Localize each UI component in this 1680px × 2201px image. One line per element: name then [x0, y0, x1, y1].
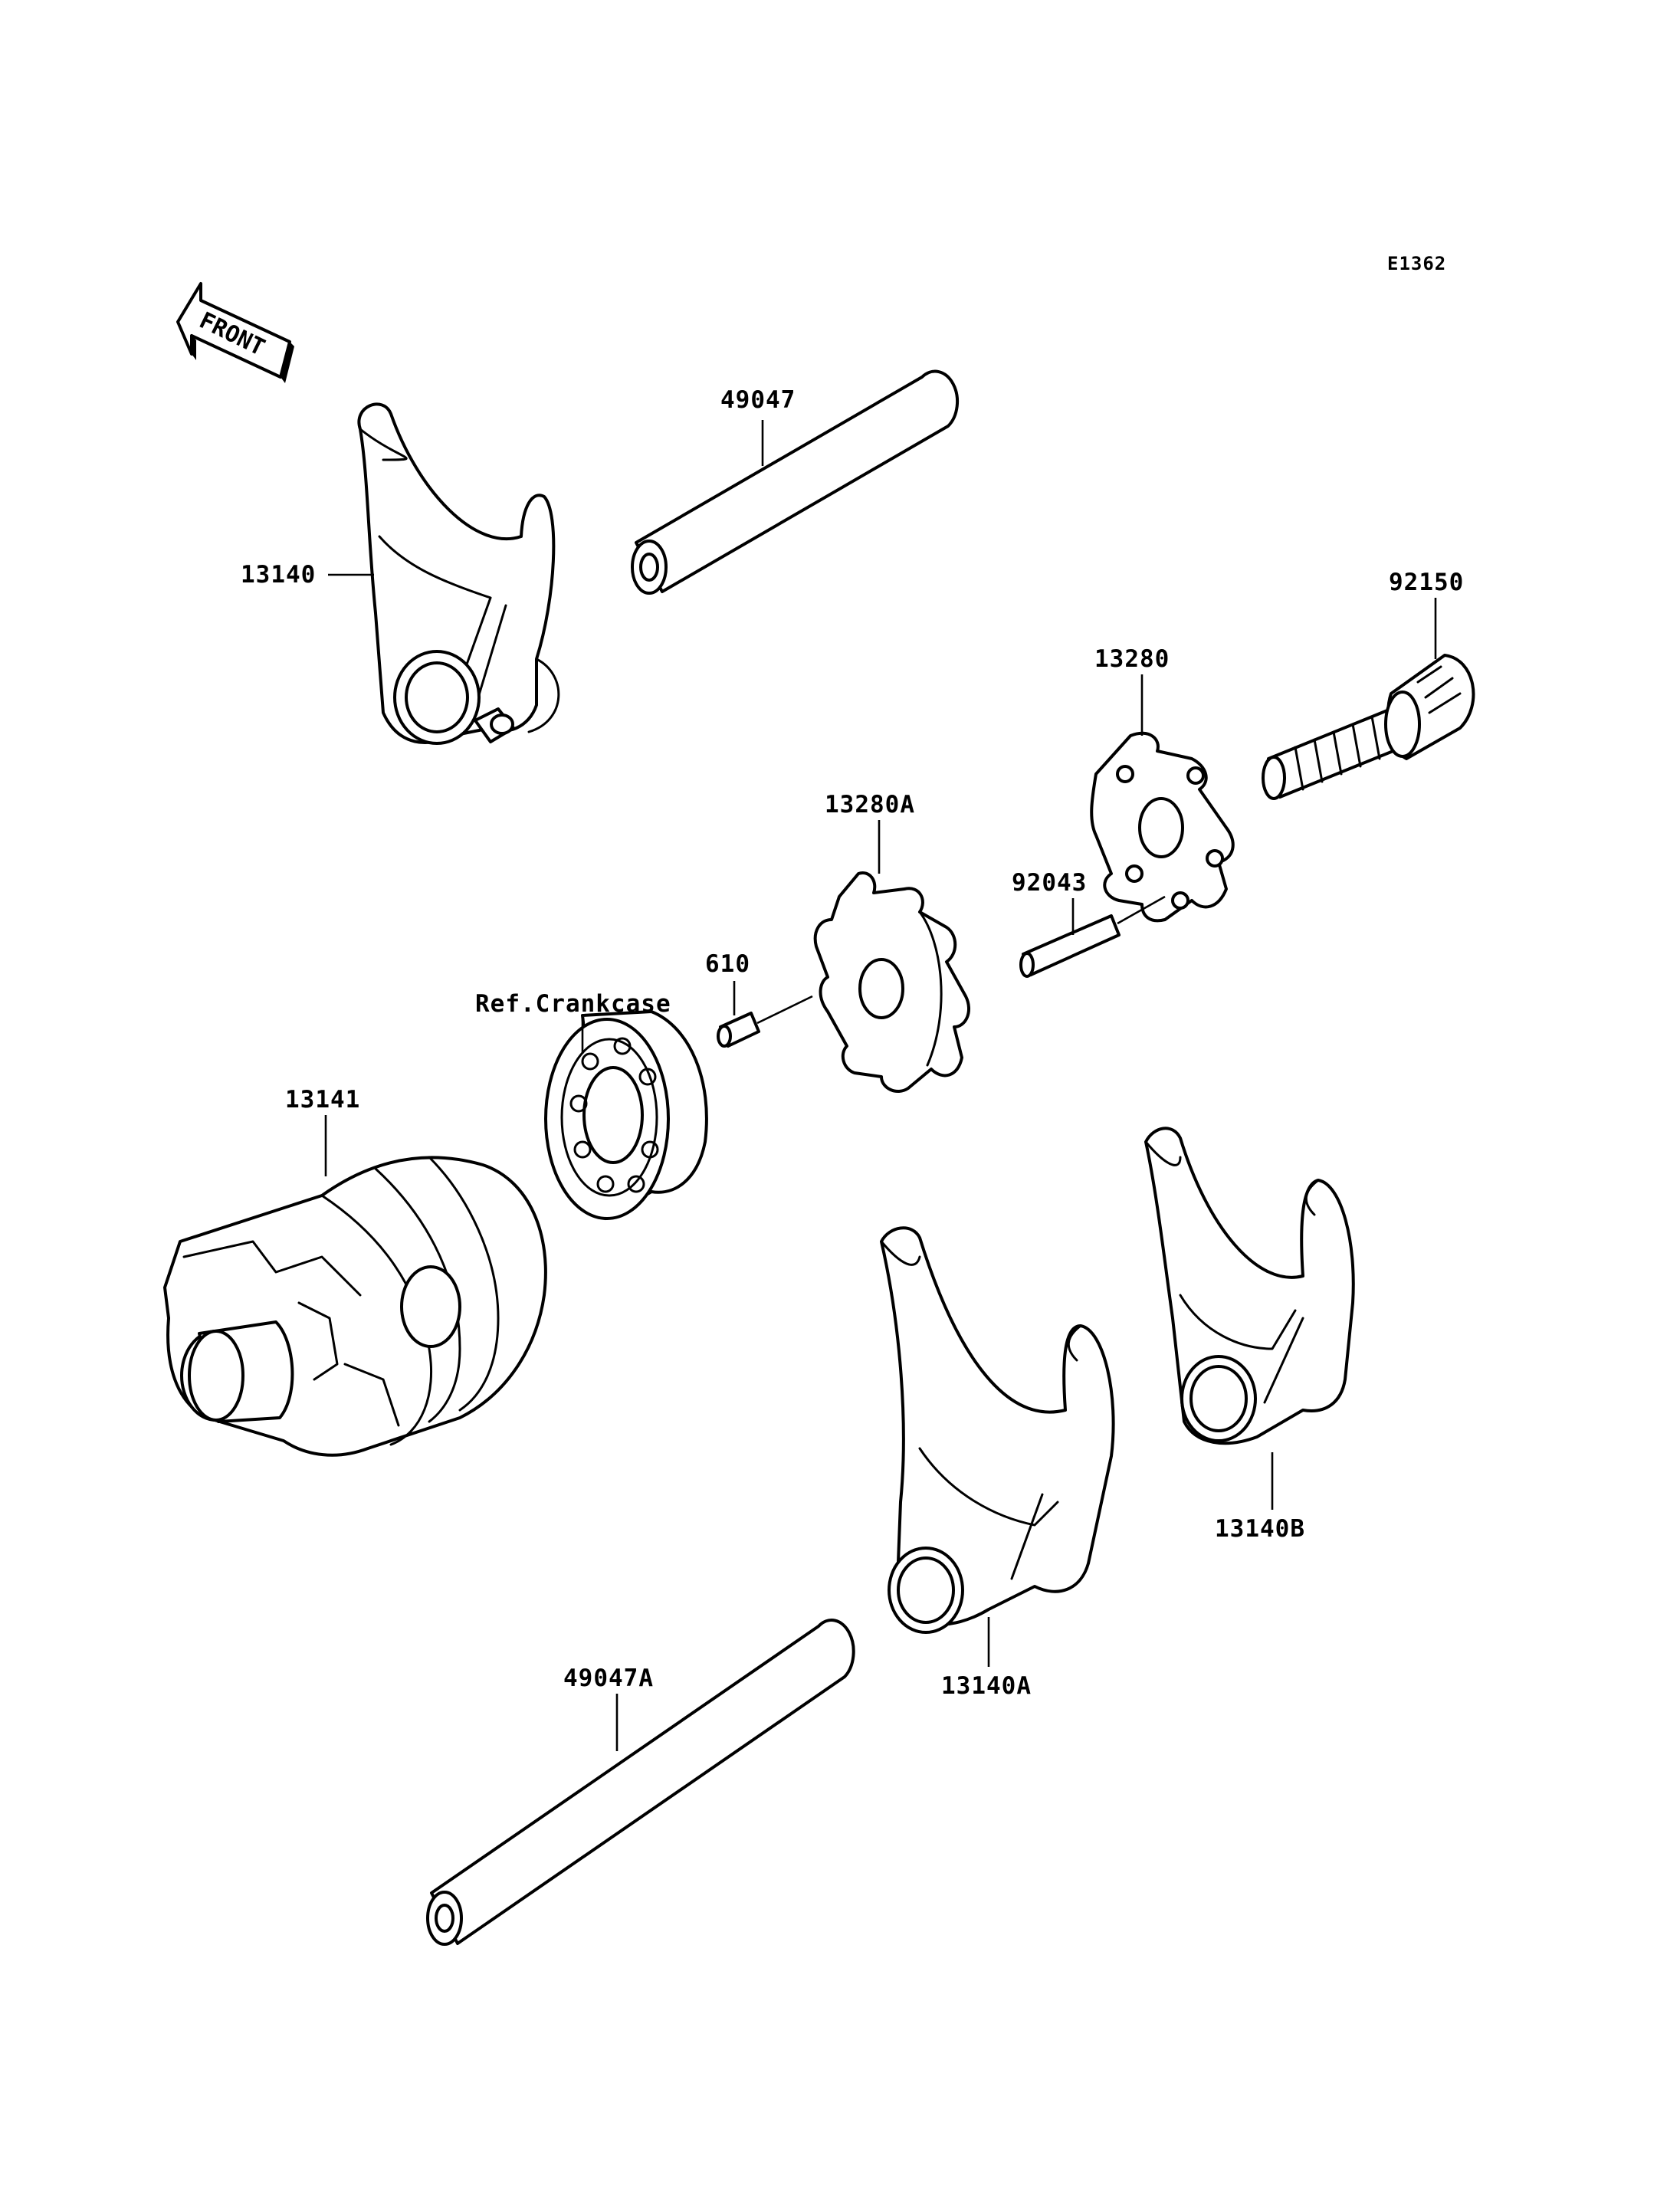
- label-13140A: 13140A: [941, 1672, 1032, 1700]
- star-plate-13280: [1090, 731, 1235, 923]
- label-13280A: 13280A: [825, 791, 915, 818]
- shift-fork-13140: [357, 402, 560, 745]
- shaft-49047A: [426, 1619, 855, 1946]
- front-arrow-icon: FRONT: [176, 282, 294, 383]
- diagram-code: E1362: [1387, 253, 1446, 274]
- label-13140B: 13140B: [1215, 1515, 1305, 1543]
- shift-fork-13140B: [1144, 1127, 1355, 1445]
- shift-fork-13140A: [880, 1226, 1115, 1634]
- star-gear-13280A: [813, 871, 970, 1093]
- label-ref-crankcase: Ref.Crankcase: [475, 990, 671, 1018]
- label-610: 610: [705, 950, 750, 978]
- label-13140: 13140: [241, 561, 316, 589]
- label-13280: 13280: [1094, 645, 1170, 673]
- bearing-ref-crankcase: [544, 1010, 708, 1220]
- shaft-49047: [631, 369, 960, 595]
- label-92043: 92043: [1012, 869, 1087, 897]
- pin-92043: [1019, 914, 1121, 978]
- shift-drum-13141: [163, 1156, 547, 1457]
- label-92150: 92150: [1389, 569, 1464, 596]
- label-49047A: 49047A: [563, 1665, 654, 1692]
- bolt-92150: [1262, 654, 1475, 800]
- dowel-610: [717, 1012, 760, 1048]
- label-13141: 13141: [285, 1086, 360, 1114]
- label-49047: 49047: [720, 386, 796, 414]
